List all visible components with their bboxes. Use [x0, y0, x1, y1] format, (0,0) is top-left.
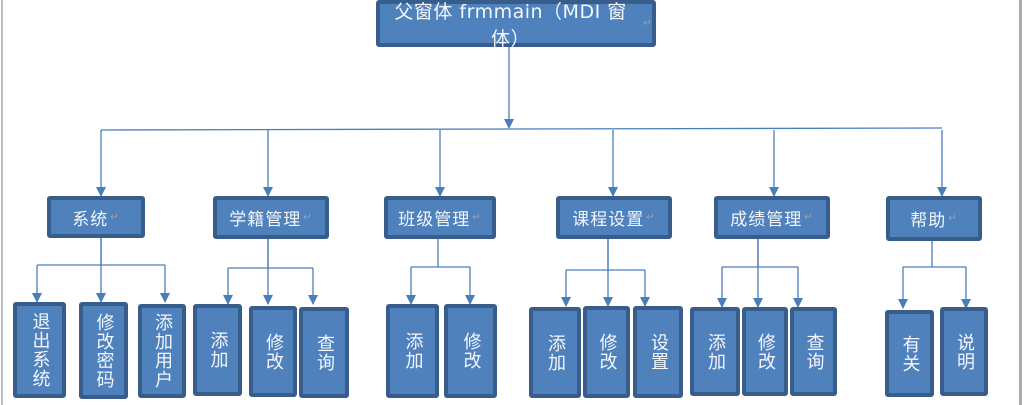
- menu-node-label: 学籍管理: [229, 210, 302, 230]
- submenu-node: 查询: [790, 307, 837, 396]
- paragraph-mark-icon: ↵: [643, 18, 652, 29]
- submenu-node-label: 添加: [207, 331, 229, 369]
- paragraph-mark-icon: ↵: [303, 212, 313, 223]
- submenu-node-label: 修改密码: [93, 312, 115, 389]
- submenu-node-label: 有关: [899, 334, 921, 373]
- submenu-node-label: 添加: [402, 332, 424, 370]
- submenu-node-label: 查询: [314, 333, 335, 372]
- paragraph-mark-icon: ↵: [472, 212, 482, 223]
- menu-node-grade-management: 成绩管理↵: [714, 196, 830, 239]
- submenu-node: 有关: [885, 310, 934, 397]
- submenu-node: 设置: [633, 306, 683, 398]
- submenu-node: 修改: [444, 304, 497, 398]
- submenu-node: 添加用户: [138, 304, 186, 398]
- submenu-node-label: 查询: [803, 332, 825, 371]
- submenu-node: 查询: [299, 307, 349, 398]
- page-right-edge: [1019, 0, 1022, 405]
- submenu-node: 添加: [193, 304, 242, 396]
- submenu-node: 添加: [529, 307, 581, 398]
- page-left-edge: [1, 0, 3, 405]
- submenu-node-label: 添加: [705, 332, 726, 371]
- submenu-node-label: 添加用户: [152, 313, 173, 389]
- menu-node-course-settings: 课程设置↵: [556, 196, 672, 239]
- submenu-node: 添加: [690, 307, 740, 396]
- paragraph-mark-icon: ↵: [804, 212, 814, 223]
- menu-node-label: 帮助: [910, 211, 947, 231]
- submenu-node-label: 修改: [596, 333, 618, 371]
- menu-node-student-records: 学籍管理↵: [213, 196, 329, 239]
- submenu-node: 修改: [583, 306, 630, 398]
- submenu-node-label: 添加: [545, 333, 566, 372]
- menu-node-label: 成绩管理: [730, 210, 803, 230]
- paragraph-mark-icon: ↵: [110, 211, 120, 223]
- submenu-node-label: 修改: [755, 332, 776, 371]
- paragraph-mark-icon: ↵: [948, 213, 958, 224]
- submenu-node-label: 设置: [648, 333, 669, 371]
- submenu-node: 说明: [940, 307, 988, 396]
- submenu-node: 修改: [249, 306, 297, 397]
- submenu-node: 退出系统: [13, 302, 66, 398]
- submenu-node-label: 退出系统: [29, 312, 51, 388]
- paragraph-mark-icon: ↵: [646, 212, 656, 223]
- submenu-node: 修改: [742, 307, 788, 396]
- submenu-node: 修改密码: [79, 302, 128, 399]
- submenu-node-label: 说明: [954, 332, 975, 371]
- menu-node-help: 帮助↵: [886, 196, 982, 241]
- submenu-node-label: 修改: [263, 332, 284, 371]
- menu-node-class-management: 班级管理↵: [384, 196, 496, 239]
- menu-node-label: 班级管理: [398, 210, 471, 230]
- root-node: 父窗体 frmmain（MDI 窗体） ↵: [376, 0, 656, 50]
- main-bus-line: [100, 127, 943, 131]
- submenu-node-label: 修改: [460, 332, 482, 370]
- menu-node-label: 系统: [72, 209, 109, 230]
- root-node-label: 父窗体 frmmain（MDI 窗体）: [394, 0, 627, 50]
- menu-node-label: 课程设置: [572, 210, 645, 230]
- submenu-node: 添加: [386, 304, 439, 398]
- menu-node-system: 系统↵: [47, 196, 145, 238]
